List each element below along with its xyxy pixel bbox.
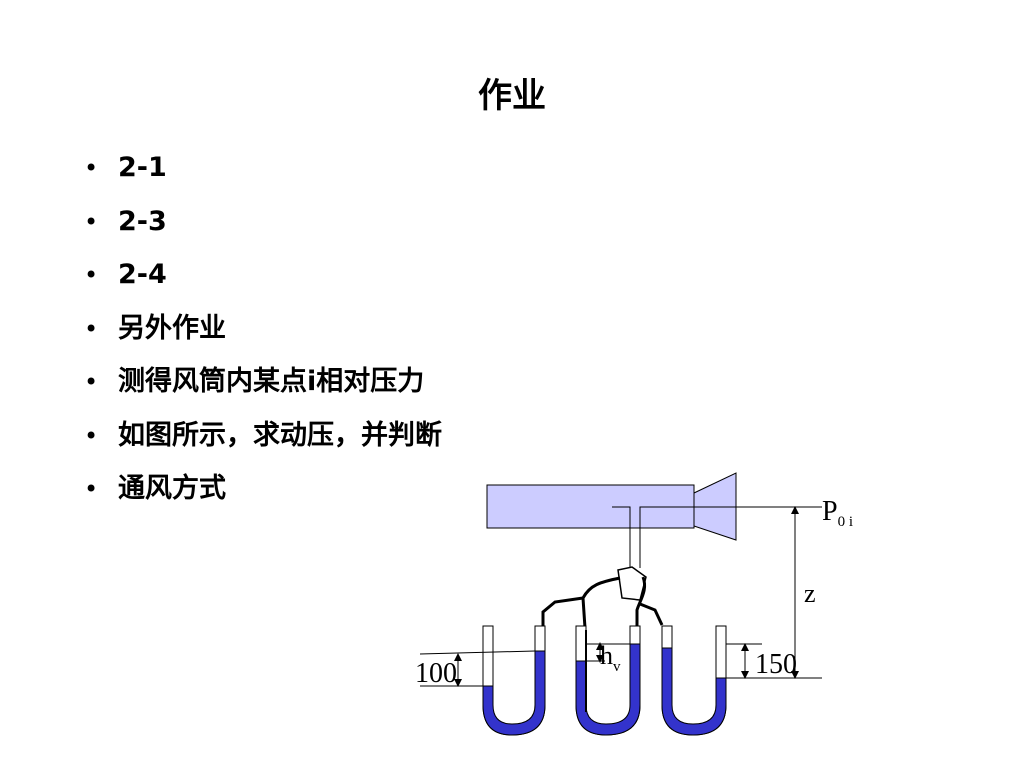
reference-line <box>419 650 536 655</box>
label-100: 100 <box>415 658 457 689</box>
bullet-item: • 2-4 <box>84 253 442 307</box>
bullet-dot: • <box>84 154 99 182</box>
label-z: z <box>804 579 816 608</box>
manometer-diagram: P0 i z hv 100 150 <box>415 472 853 736</box>
label-150: 150 <box>755 649 797 680</box>
label-hv: hv <box>600 641 621 675</box>
bullet-text: 2-3 <box>118 205 167 237</box>
bullet-text: 2-4 <box>118 259 167 290</box>
bullet-text: 2-1 <box>118 152 167 183</box>
bullet-dot: • <box>84 314 99 343</box>
hose <box>541 576 621 629</box>
u-tube-left <box>482 625 546 736</box>
bullet-list: • 2-1 • 2-3 • 2-4 • 另外作业 • 测得风筒内某点i相对压力 • 如图所示… <box>84 146 442 521</box>
bullet-text: 另外作业 <box>118 312 226 344</box>
probe-line <box>639 506 718 568</box>
bullet-item: • 如图所示，求动压，并判断 <box>84 414 442 468</box>
bullet-dot: • <box>84 421 99 450</box>
bullet-item: • 2-3 <box>84 200 442 254</box>
bullet-text: 通风方式 <box>118 473 226 504</box>
bullet-dot: • <box>84 475 99 503</box>
hose <box>635 576 664 628</box>
bullet-dot: • <box>84 207 99 236</box>
bullet-text: 测得风筒内某点i相对压力 <box>118 366 425 397</box>
bullet-item: • 通风方式 <box>84 467 442 521</box>
bullet-item: • 另外作业 <box>84 307 442 361</box>
bullet-item: • 测得风筒内某点i相对压力 <box>84 360 442 414</box>
probe-line <box>612 506 631 568</box>
label-p: P0 i <box>822 496 853 530</box>
bullet-text: 如图所示，求动压，并判断 <box>118 419 442 451</box>
slide-title: 作业 <box>478 76 546 116</box>
bullet-item: • 2-1 <box>84 146 442 200</box>
bullet-dot: • <box>84 261 99 289</box>
bullet-dot: • <box>84 368 99 396</box>
u-tube-right <box>661 625 727 736</box>
